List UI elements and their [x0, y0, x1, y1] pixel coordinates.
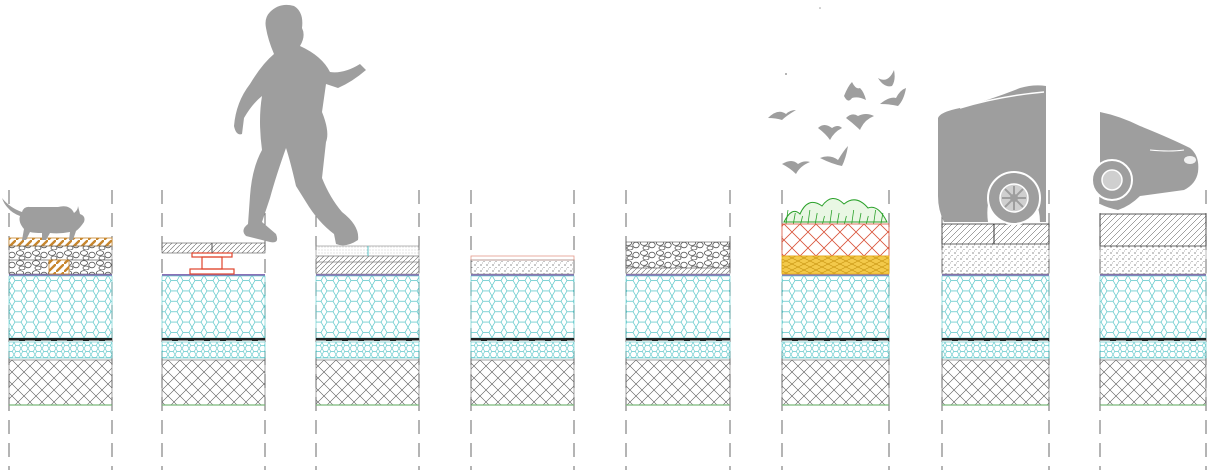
grass-blade [822, 215, 825, 225]
vegetation-layer [783, 198, 888, 223]
vapour-layer [315, 341, 420, 359]
section-terrace-tiles-on-pedestals-cat [8, 237, 113, 406]
birds-icon [768, 7, 906, 174]
vapour-layer [625, 341, 731, 359]
structural-slab [1099, 359, 1207, 406]
structural-slab [470, 359, 575, 406]
insulation-layer [161, 275, 266, 339]
figures [2, 4, 1199, 246]
grass-blade [873, 209, 876, 225]
waterproof-membrane [9, 338, 112, 341]
insulation-layer [625, 275, 731, 339]
grass-blade [814, 212, 818, 225]
vapour-layer [781, 341, 890, 359]
vapour-layer [1099, 341, 1207, 359]
grass-blade [844, 215, 847, 225]
section-asphalt-driveway-car-side [941, 223, 1050, 406]
insulation-layer [781, 275, 890, 339]
asphalt-surface [1099, 213, 1207, 247]
section-paving-slabs-on-mortar [315, 245, 420, 406]
structural-slab [161, 359, 266, 406]
section-thin-gravel-surface [470, 255, 575, 406]
waterproof-membrane [1100, 338, 1206, 341]
car-side-icon [938, 85, 1046, 225]
section-pebble-gravel-layer [625, 241, 731, 406]
separation-membrane [942, 274, 1049, 276]
mortar-bed [315, 255, 420, 263]
section-asphalt-driveway-car-front [1099, 213, 1207, 406]
grass-blade [851, 209, 855, 225]
structural-slab [941, 359, 1050, 406]
separation-membrane [471, 274, 574, 276]
separation-membrane [782, 274, 889, 276]
fine-gravel-layer [470, 259, 575, 275]
waterproof-membrane [782, 338, 889, 341]
asphalt-surface [941, 223, 1050, 245]
grass-blade [865, 215, 869, 225]
substrate-layer [781, 223, 890, 257]
separation-membrane [1100, 274, 1206, 276]
waterproof-membrane [162, 338, 265, 341]
insulation-layer [470, 275, 575, 339]
pedestal-base [189, 268, 235, 275]
car-front-icon [1091, 112, 1199, 210]
structural-slab [8, 359, 113, 406]
insulation-layer [1099, 275, 1207, 339]
section-green-roof-vegetation [781, 198, 890, 406]
wood-support [48, 259, 70, 275]
vapour-layer [8, 341, 113, 359]
asphalt-base [1099, 245, 1207, 275]
gravel-bedding [8, 245, 113, 261]
separation-membrane [316, 274, 419, 276]
pedestal-head [191, 252, 233, 258]
grass-blade [836, 212, 840, 225]
separation-membrane [626, 274, 730, 276]
waterproof-membrane [626, 338, 730, 341]
pebble-layer [625, 241, 731, 269]
insulation-layer [941, 275, 1050, 339]
grass-blade [807, 209, 811, 225]
walking-person-icon [234, 4, 366, 246]
grass-blade [792, 212, 796, 225]
grass-blade [829, 209, 833, 225]
drainage-layer [781, 255, 890, 275]
cat-icon [2, 198, 85, 240]
surface-film [470, 255, 575, 261]
vapour-layer [941, 341, 1050, 359]
structural-slab [625, 359, 731, 406]
grass-blade [800, 215, 803, 225]
separation-membrane [162, 274, 265, 276]
filter-fleece [625, 267, 731, 275]
waterproof-membrane [316, 338, 419, 341]
pedestal-body [201, 256, 223, 270]
waterproof-membrane [942, 338, 1049, 341]
grass-blade [880, 212, 884, 225]
separation-membrane [9, 274, 112, 276]
insulation-layer [315, 275, 420, 339]
vapour-layer [470, 341, 575, 359]
insulation-layer [8, 275, 113, 339]
deck-tiles [161, 242, 266, 254]
section-columns [8, 198, 1207, 406]
structural-slab [781, 359, 890, 406]
vapour-layer [161, 341, 266, 359]
section-raised-deck-on-pedestals [161, 242, 266, 406]
structural-slab [315, 359, 420, 406]
grass-blade [785, 209, 789, 225]
asphalt-base [941, 243, 1050, 275]
waterproof-membrane [471, 338, 574, 341]
levelling-layer [315, 261, 420, 275]
grass-blade [858, 212, 862, 225]
